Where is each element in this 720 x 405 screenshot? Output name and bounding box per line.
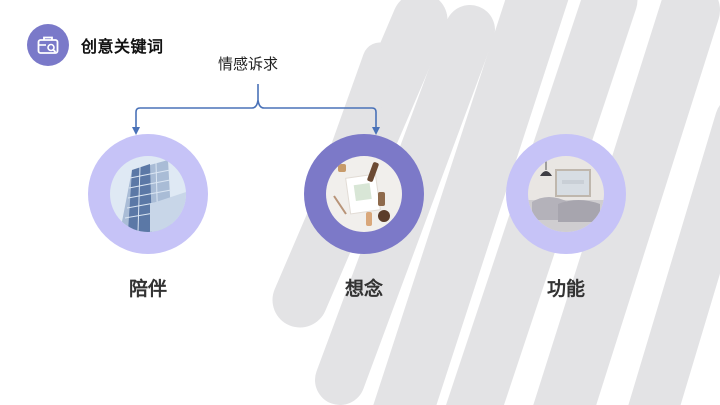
- circle-companionship: [88, 134, 208, 254]
- page-title: 创意关键词: [81, 37, 164, 56]
- circle-function: [506, 134, 626, 254]
- label-function: 功能: [546, 278, 585, 300]
- label-longing: 想念: [344, 278, 383, 300]
- desk-flatlay-photo: [326, 156, 402, 232]
- briefcase-search-icon: [27, 24, 69, 66]
- room-interior-photo: [528, 156, 604, 232]
- bracket-label: 情感诉求: [218, 55, 279, 73]
- building-photo: [110, 156, 186, 232]
- circle-longing: [304, 134, 424, 254]
- label-companionship: 陪伴: [128, 278, 167, 300]
